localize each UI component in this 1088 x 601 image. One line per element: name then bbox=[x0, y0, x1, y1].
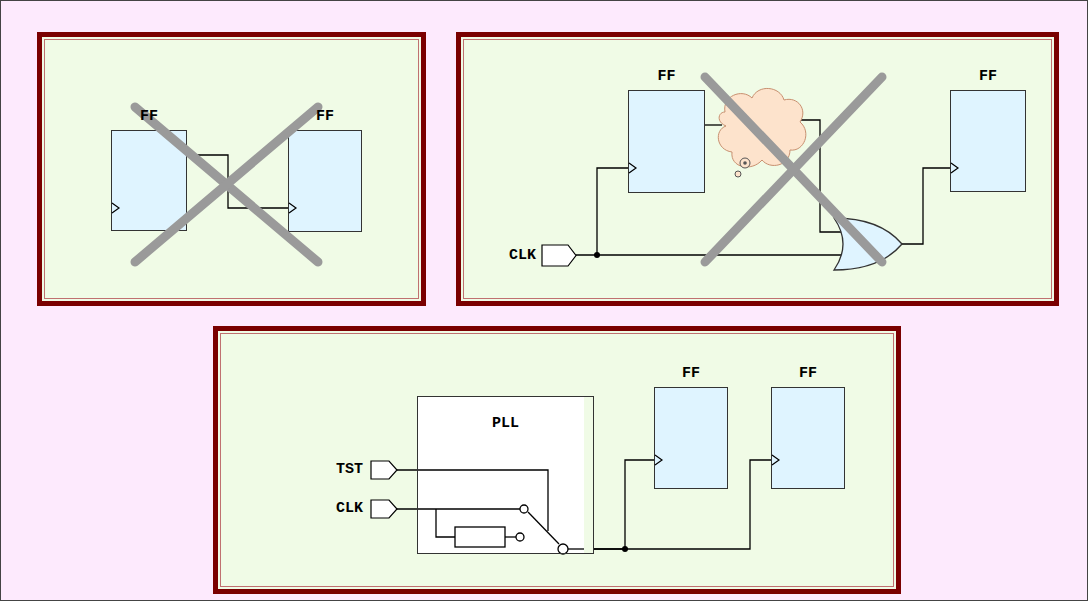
block-name: PLL bbox=[418, 415, 593, 432]
panel bbox=[459, 35, 1057, 304]
flip-flop: FF bbox=[654, 387, 728, 489]
panel bbox=[216, 329, 899, 592]
flip-flop: FF bbox=[950, 90, 1026, 192]
signal-name: CLK bbox=[509, 247, 536, 264]
junction-dot bbox=[594, 252, 600, 258]
or-gate bbox=[834, 218, 902, 270]
flip-flop: FF bbox=[288, 130, 362, 232]
wire bbox=[187, 155, 288, 208]
cross-mark bbox=[705, 77, 882, 262]
panel bbox=[40, 35, 424, 304]
flip-flop: FF bbox=[111, 130, 187, 231]
flip-flop-name: FF bbox=[112, 108, 186, 125]
input-port bbox=[371, 500, 397, 518]
flip-flop-name: FF bbox=[629, 68, 704, 85]
input-port bbox=[371, 461, 397, 479]
wire bbox=[594, 460, 654, 549]
flip-flop-name: FF bbox=[772, 365, 844, 382]
flip-flop: FF bbox=[771, 387, 845, 489]
flip-flop-name: FF bbox=[289, 108, 361, 125]
flip-flop: FF bbox=[628, 90, 705, 193]
signal-name: TST bbox=[336, 461, 363, 478]
flip-flop-name: FF bbox=[655, 365, 727, 382]
flip-flop-name: FF bbox=[951, 68, 1025, 85]
logic-cloud bbox=[718, 88, 806, 177]
input-port bbox=[542, 245, 576, 266]
pll-block: PLL bbox=[417, 396, 594, 554]
signal-name: CLK bbox=[336, 500, 363, 517]
pll-switch bbox=[397, 470, 584, 554]
